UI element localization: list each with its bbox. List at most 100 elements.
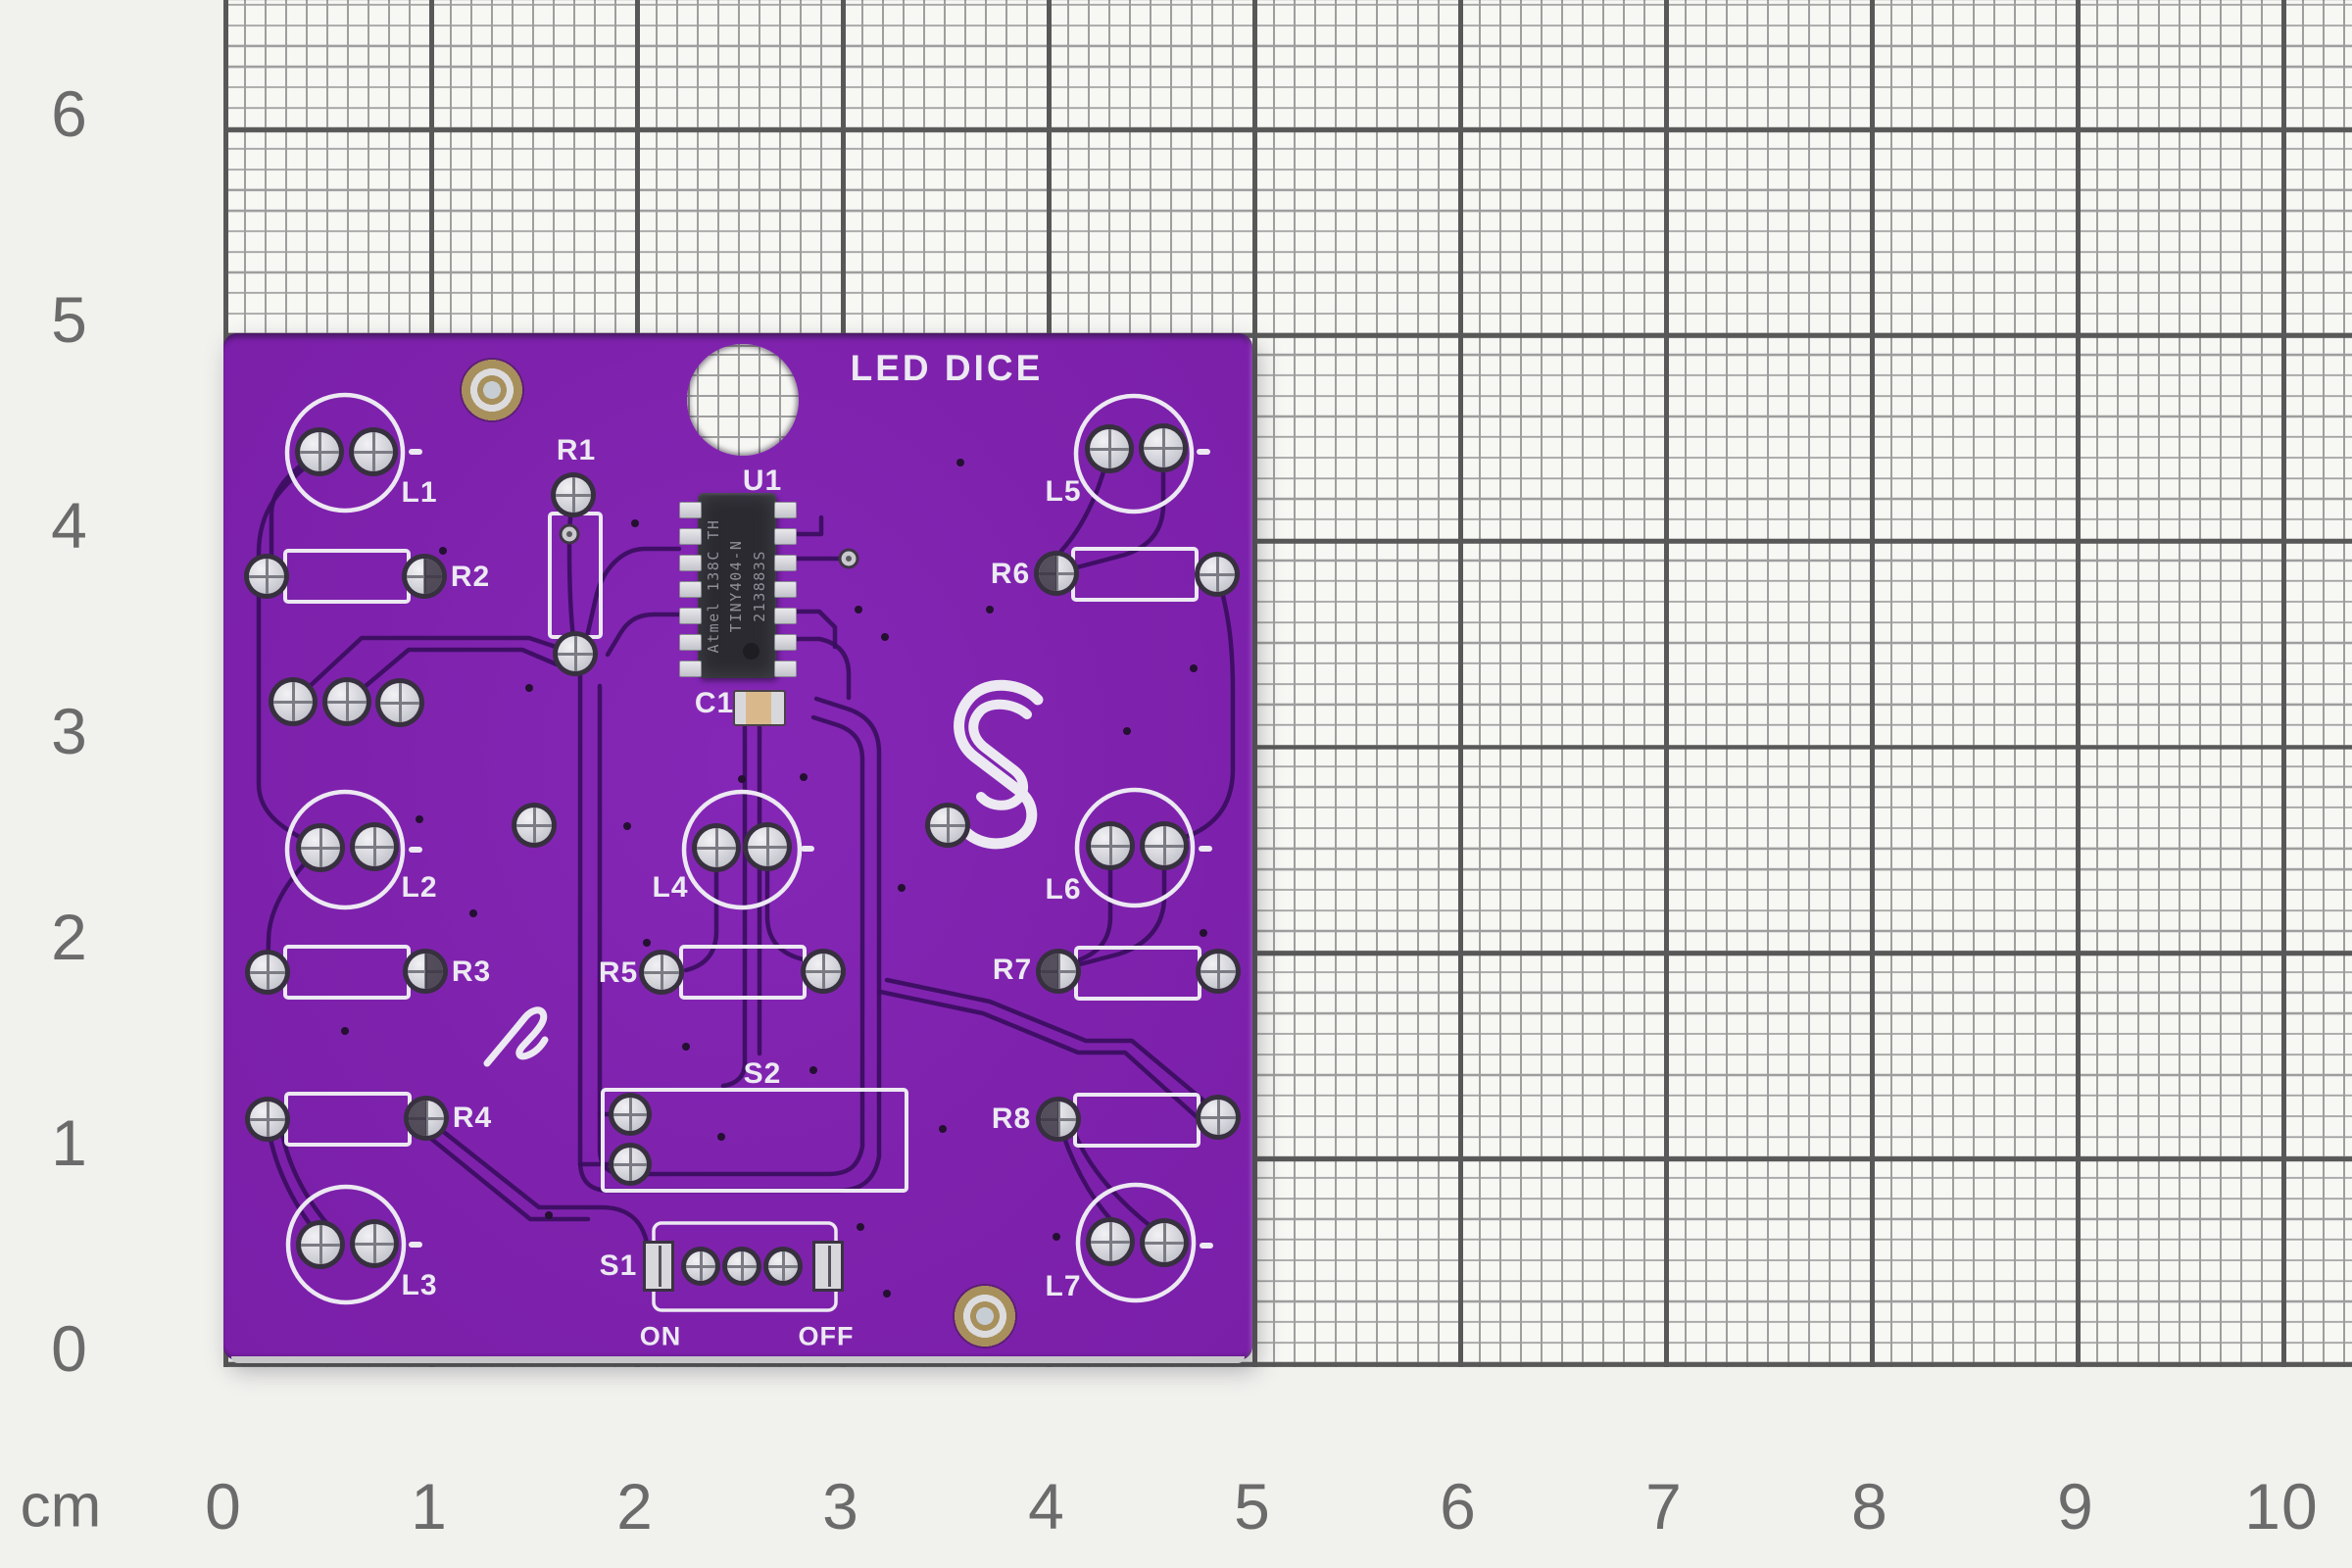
ic-pin-left: [679, 633, 702, 651]
ic-pin-left: [679, 660, 702, 677]
resistor-pad-R1: [553, 631, 598, 676]
led-pad-L5: [1085, 424, 1134, 473]
pad-cross: [1091, 1222, 1130, 1261]
pad-cross: [301, 1225, 340, 1264]
ic-pin-right: [774, 501, 797, 518]
v-ruler-label: 1: [51, 1106, 88, 1179]
ic-pin-left: [679, 607, 702, 624]
resistor-pad-R6: [1034, 551, 1079, 596]
switch-s2-pad: [609, 1093, 652, 1136]
resistor-pad-R8: [1036, 1097, 1081, 1142]
h-ruler-label: 6: [1440, 1470, 1477, 1543]
pad-cross: [1091, 826, 1130, 865]
capacitor-c1-body: [733, 690, 786, 726]
pad-cross: [697, 828, 736, 867]
silk-label-L1: L1: [401, 476, 438, 509]
pad-cross: [300, 432, 339, 471]
h-ruler-label: 10: [2244, 1470, 2319, 1543]
silk-label-L3: L3: [401, 1269, 438, 1301]
resistor-pad-R6: [1195, 552, 1240, 597]
pad-cross: [748, 827, 787, 866]
connection-pad: [375, 678, 424, 727]
h-ruler-label: 9: [2057, 1470, 2094, 1543]
silk-label-L5: L5: [1045, 475, 1082, 508]
silk-label-L2: L2: [401, 871, 438, 904]
connection-pad: [512, 803, 557, 848]
switch-s1-smd-pad: [643, 1241, 674, 1292]
led-pad-L6: [1140, 821, 1189, 870]
silk-label-S1: S1: [599, 1250, 638, 1282]
led-pad-L1: [295, 427, 344, 476]
h-ruler-label: 7: [1645, 1470, 1683, 1543]
led-pad-L1: [349, 427, 398, 476]
led-pad-L2: [350, 822, 399, 871]
pad-cross: [1144, 428, 1183, 467]
resistor-pad-R7: [1196, 949, 1241, 994]
ic-pin-right: [774, 607, 797, 624]
ic-pin-right: [774, 660, 797, 677]
silk-label-R5: R5: [598, 956, 639, 989]
pad-cross: [1200, 954, 1236, 989]
resistor-pad-R1: [551, 472, 596, 517]
pad-cross: [806, 954, 841, 989]
pad-solder-shade: [1041, 954, 1076, 989]
h-ruler-label: 0: [205, 1470, 242, 1543]
board-bottom-edge: [231, 1356, 1245, 1363]
silk-label-U1: U1: [742, 465, 783, 497]
resistor-pad-R4: [404, 1096, 449, 1141]
board-drill-hole: [687, 344, 799, 456]
pad-cross: [686, 1251, 715, 1281]
h-ruler-label: 5: [1234, 1470, 1271, 1543]
pad-cross: [1200, 1100, 1236, 1135]
led-pad-L2: [296, 823, 345, 872]
switch-s1-hole-pad: [763, 1247, 803, 1286]
pad-cross: [1090, 429, 1129, 468]
led-pad-L4: [692, 823, 741, 872]
ic-pin-right: [774, 633, 797, 651]
ic-pin-right: [774, 580, 797, 598]
resistor-pad-R3: [403, 949, 448, 994]
switch-s1-hole-pad: [681, 1247, 720, 1286]
h-ruler-label: 3: [822, 1470, 859, 1543]
led-pad-L6: [1086, 821, 1135, 870]
resistor-pad-R4: [245, 1097, 290, 1142]
pad-cross: [768, 1251, 798, 1281]
pad-cross: [327, 682, 367, 721]
silk-label-R4: R4: [452, 1102, 493, 1134]
board-title: LED DICE: [850, 348, 1044, 388]
h-ruler-label: 8: [1851, 1470, 1888, 1543]
pad-cross: [558, 636, 593, 671]
v-ruler-label: 2: [51, 901, 88, 973]
v-ruler-label: 3: [51, 695, 88, 767]
silk-label-R3: R3: [451, 956, 492, 988]
ic-pin-right: [774, 554, 797, 571]
ic-pin-left: [679, 501, 702, 518]
ic-marking-line: Atmel 138C TH: [705, 518, 723, 653]
pad-cross: [380, 683, 419, 722]
ic-pin-right: [774, 527, 797, 545]
resistor-pad-R5: [639, 950, 684, 995]
led-pad-L7: [1140, 1218, 1189, 1267]
silk-label-R1: R1: [556, 434, 597, 466]
v-ruler-label: 5: [51, 283, 88, 356]
pad-solder-shade: [407, 559, 442, 594]
pad-cross: [613, 1098, 647, 1131]
pad-solder-shade: [408, 954, 443, 989]
v-ruler-label: 0: [51, 1312, 88, 1385]
resistor-pad-R8: [1196, 1095, 1241, 1140]
pad-cross: [249, 559, 284, 594]
pad-cross: [250, 955, 285, 990]
silk-label-R7: R7: [992, 954, 1033, 986]
mounting-hole: [460, 358, 524, 422]
pad-cross: [727, 1251, 757, 1281]
pad-cross: [556, 477, 591, 513]
h-ruler-label: 4: [1028, 1470, 1065, 1543]
silk-label-OFF: OFF: [798, 1321, 855, 1351]
ic-pin1-dot: [743, 643, 760, 660]
pad-cross: [516, 808, 552, 843]
pad-solder-shade: [1041, 1102, 1076, 1137]
switch-s1-smd-pad: [812, 1241, 844, 1292]
